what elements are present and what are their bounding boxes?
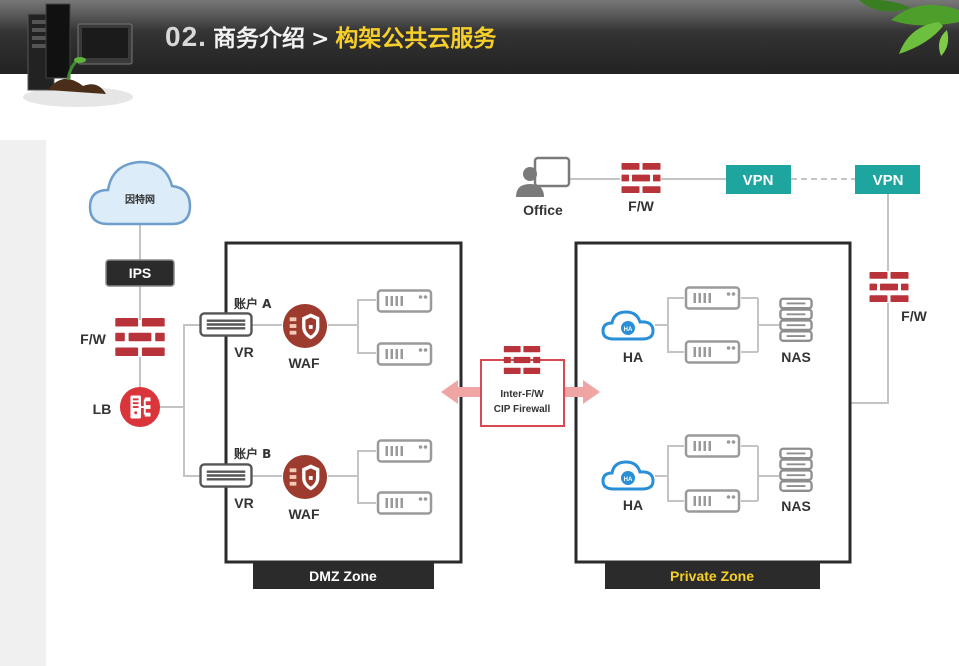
ha-badge-icon bbox=[621, 471, 635, 485]
internet-cloud-icon bbox=[88, 160, 192, 226]
vr-label-a: VR bbox=[234, 344, 253, 360]
nas-storage-icon bbox=[779, 297, 813, 342]
ha-badge-text: HA bbox=[624, 477, 633, 483]
nas-storage-icon bbox=[779, 447, 813, 492]
office-user-icon bbox=[516, 156, 571, 197]
inter-fw-line2: CIP Firewall bbox=[494, 404, 551, 415]
private-zone-box bbox=[574, 241, 852, 564]
vpn-box-right bbox=[855, 165, 920, 194]
dmz-zone-bar bbox=[253, 563, 434, 589]
section-number: 02. bbox=[165, 21, 207, 52]
server-icon bbox=[684, 340, 741, 364]
header-bar: 02.商务介绍>构架公共云服务 bbox=[0, 0, 959, 107]
waf-label-a: WAF bbox=[288, 355, 320, 371]
fw-label-right: F/W bbox=[901, 308, 927, 324]
ha-label-upper: HA bbox=[623, 349, 643, 365]
server-icon bbox=[376, 491, 433, 515]
vpn-box-left bbox=[726, 165, 791, 194]
lb-label: LB bbox=[93, 401, 112, 417]
firewall-icon bbox=[621, 163, 661, 193]
waf-icon bbox=[282, 303, 328, 349]
breadcrumb-separator: > bbox=[310, 27, 330, 52]
load-balancer-icon bbox=[119, 386, 161, 428]
ha-label-lower: HA bbox=[623, 497, 643, 513]
inter-fw-line1: Inter-F/W bbox=[500, 389, 544, 400]
internet-label: 因特网 bbox=[125, 193, 155, 206]
ips-label: IPS bbox=[129, 265, 152, 281]
dmz-zone-label: DMZ Zone bbox=[309, 568, 377, 584]
section-title: 商务介绍 bbox=[212, 26, 305, 52]
waf-icon bbox=[282, 454, 328, 500]
left-margin-band bbox=[0, 140, 46, 666]
account-a-label: 账户 A bbox=[234, 296, 272, 311]
inter-firewall-box bbox=[480, 359, 565, 427]
fw-label-top: F/W bbox=[628, 198, 654, 214]
server-illustration bbox=[23, 3, 133, 107]
office-label: Office bbox=[523, 202, 563, 218]
server-icon bbox=[376, 289, 433, 313]
firewall-icon bbox=[869, 272, 909, 302]
section-subtitle: 构架公共云服务 bbox=[335, 26, 497, 52]
header-shine bbox=[0, 0, 959, 30]
dmz-zone-box bbox=[224, 241, 463, 564]
nas-label-lower: NAS bbox=[781, 498, 811, 514]
waf-label-b: WAF bbox=[288, 506, 320, 522]
leaf-decoration bbox=[859, 0, 959, 56]
private-zone-bar bbox=[605, 563, 820, 589]
server-icon bbox=[684, 286, 741, 310]
vpn-label-right: VPN bbox=[873, 172, 904, 189]
server-icon bbox=[684, 434, 741, 458]
server-icon bbox=[684, 489, 741, 513]
server-icon bbox=[376, 342, 433, 366]
connector-lines bbox=[139, 178, 889, 504]
firewall-icon bbox=[115, 318, 165, 356]
private-zone-label: Private Zone bbox=[670, 568, 754, 584]
virtual-router-icon bbox=[199, 312, 253, 337]
account-b-label: 账户 B bbox=[234, 446, 271, 461]
vr-label-b: VR bbox=[234, 495, 253, 511]
ips-box bbox=[105, 259, 175, 287]
page-title: 02.商务介绍>构架公共云服务 bbox=[165, 20, 496, 54]
ha-badge-text: HA bbox=[624, 327, 633, 333]
vpn-label-left: VPN bbox=[743, 172, 774, 189]
fw-label-left: F/W bbox=[80, 331, 106, 347]
server-icon bbox=[376, 439, 433, 463]
nas-label-upper: NAS bbox=[781, 349, 811, 365]
ha-badge-icon bbox=[621, 321, 635, 335]
virtual-router-icon bbox=[199, 463, 253, 488]
